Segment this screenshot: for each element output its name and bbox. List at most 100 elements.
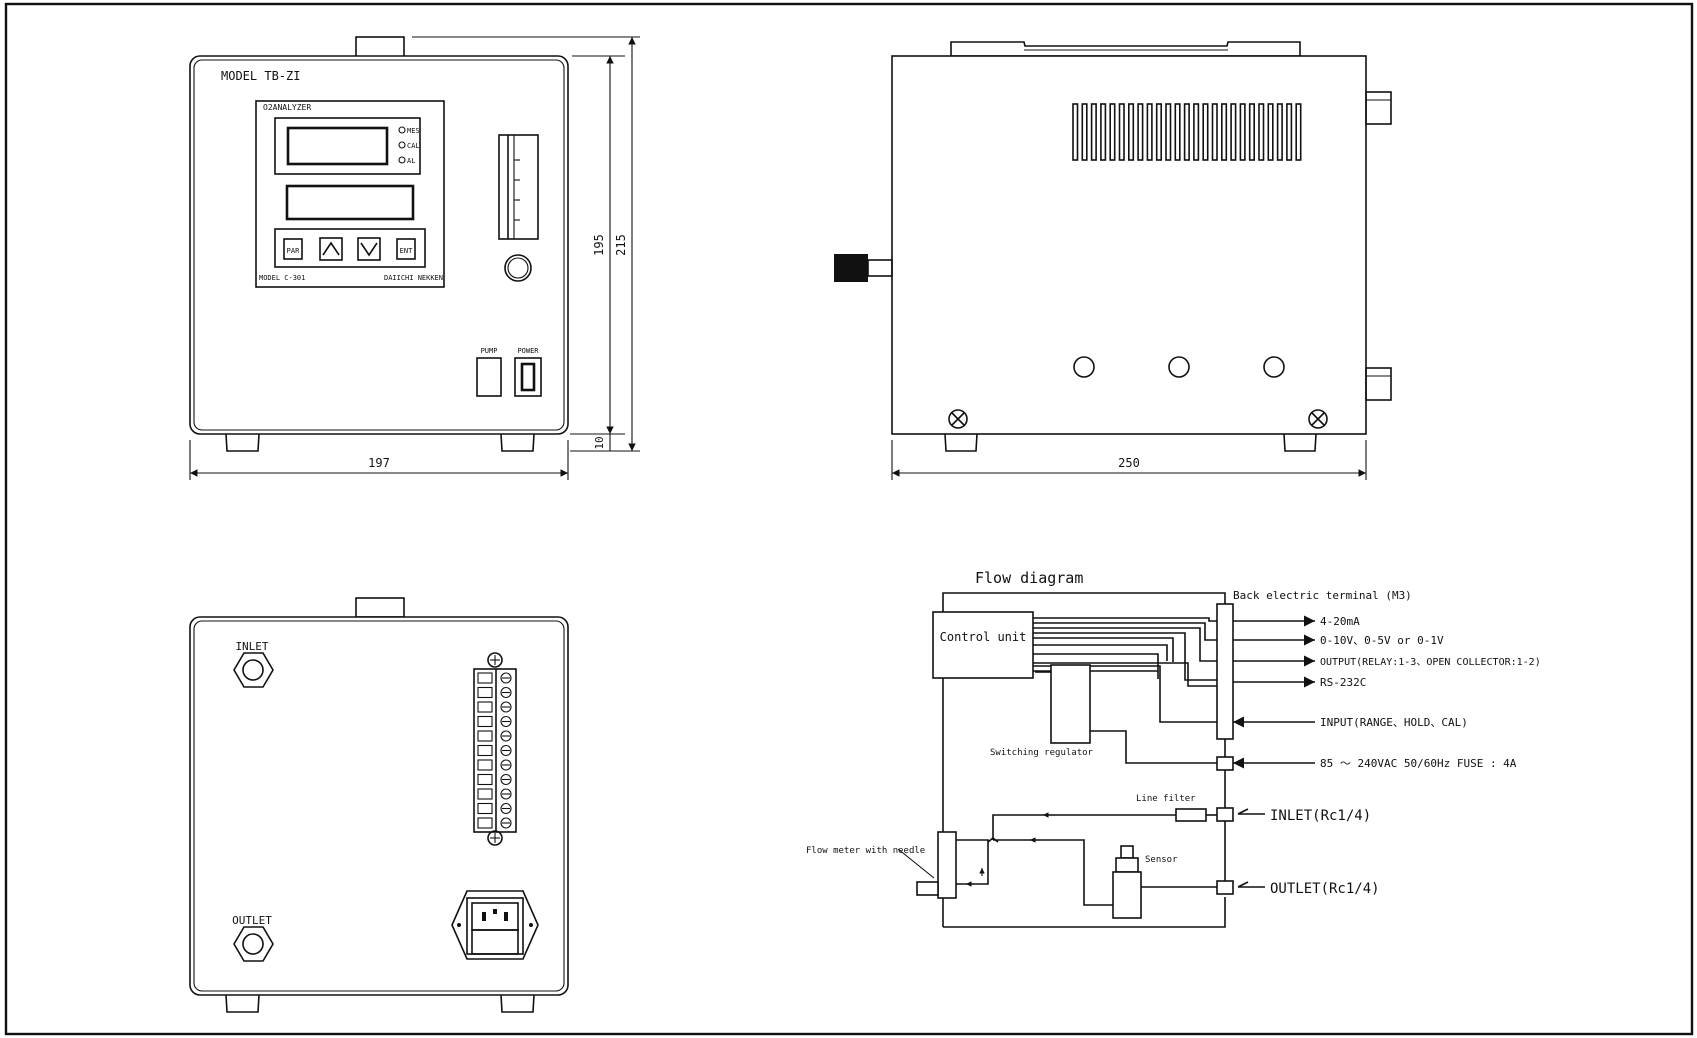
switching-regulator-label: Switching regulator bbox=[990, 748, 1094, 758]
vent-slot bbox=[1146, 103, 1153, 161]
front-foot-right bbox=[500, 433, 535, 452]
vent-slot bbox=[1193, 103, 1200, 161]
page-border bbox=[4, 2, 1694, 1036]
inlet-fitting-box bbox=[1216, 807, 1234, 822]
ac-pin-icon bbox=[504, 912, 508, 921]
terminal-slot bbox=[477, 759, 493, 771]
terminal-slot bbox=[477, 744, 493, 757]
par-key bbox=[283, 238, 303, 260]
terminal-slot bbox=[477, 817, 493, 829]
vent-slot bbox=[1248, 103, 1255, 161]
down-arrow-icon bbox=[360, 242, 378, 257]
screw-icon bbox=[948, 409, 968, 429]
fuse-box bbox=[1216, 756, 1234, 771]
dim-depth: 250 bbox=[1118, 456, 1140, 470]
vent-slot bbox=[1295, 103, 1302, 161]
flow-meter-label: Flow meter with needle bbox=[806, 846, 925, 856]
indicator-list: MES CAL AL bbox=[398, 126, 420, 165]
terminal-slot bbox=[477, 672, 493, 684]
panel-model-label: MODEL C-301 bbox=[259, 274, 305, 282]
indicator-lamp-icon bbox=[398, 156, 406, 164]
terminal-slot bbox=[477, 802, 493, 815]
rear-connector-top bbox=[1365, 91, 1392, 125]
flow-diagram-title: Flow diagram bbox=[975, 569, 1083, 587]
front-handle bbox=[355, 36, 405, 58]
indicator-cal: CAL bbox=[407, 142, 420, 150]
pump-switch bbox=[476, 357, 502, 397]
sensor-cap bbox=[1120, 845, 1134, 859]
vent-slot bbox=[1230, 103, 1237, 161]
vent-slot bbox=[1137, 103, 1144, 161]
panel-title: O2ANALYZER bbox=[263, 103, 311, 112]
vent-slot bbox=[1202, 103, 1209, 161]
terminal-slot bbox=[477, 701, 493, 713]
line-filter-label: Line filter bbox=[1136, 794, 1196, 804]
power-switch bbox=[514, 357, 542, 397]
side-foot-right bbox=[1283, 433, 1317, 452]
terminal-slot bbox=[477, 788, 493, 800]
back-handle bbox=[355, 597, 405, 618]
needle-valve-knob-icon bbox=[504, 254, 532, 282]
vent-slot bbox=[1118, 103, 1125, 161]
ent-key bbox=[396, 238, 416, 260]
display-top-window bbox=[286, 126, 389, 166]
vent-slot bbox=[1221, 103, 1228, 161]
vent-slots bbox=[1072, 103, 1302, 161]
side-hole-icon bbox=[1073, 356, 1095, 378]
terminal-screw-icon bbox=[500, 701, 512, 713]
vent-slot bbox=[1211, 103, 1218, 161]
side-hole-icon bbox=[1263, 356, 1285, 378]
side-dimensions: 250 bbox=[891, 440, 1367, 480]
inlet-label: INLET bbox=[235, 640, 268, 653]
back-foot-right bbox=[500, 994, 535, 1013]
power-label: POWER bbox=[517, 347, 539, 355]
terminal-slot bbox=[477, 715, 493, 728]
dim-body-height: 195 bbox=[592, 234, 606, 256]
input-label: INPUT(RANGE、HOLD、CAL) bbox=[1320, 716, 1468, 729]
pump-label: PUMP bbox=[481, 347, 498, 355]
control-unit-label: Control unit bbox=[940, 630, 1027, 644]
vent-slot bbox=[1286, 103, 1293, 161]
back-foot-left bbox=[225, 994, 260, 1013]
par-key-label: PAR bbox=[287, 247, 300, 255]
terminal-slot bbox=[477, 773, 493, 786]
ent-key-label: ENT bbox=[400, 247, 413, 255]
terminal-screw-icon bbox=[500, 759, 512, 771]
side-foot-left bbox=[944, 433, 978, 452]
vent-slot bbox=[1155, 103, 1162, 161]
vent-slot bbox=[1165, 103, 1172, 161]
vent-slot bbox=[1109, 103, 1116, 161]
down-key bbox=[357, 237, 381, 261]
output-rs232c: RS-232C bbox=[1320, 676, 1366, 689]
vent-slot bbox=[1183, 103, 1190, 161]
indicator-lamp-icon bbox=[398, 126, 406, 134]
outlet-port-label: OUTLET(Rc1/4) bbox=[1270, 881, 1380, 897]
terminal-screw-icon bbox=[500, 773, 512, 786]
dim-foot-height: 10 bbox=[593, 436, 606, 449]
mount-screw-icon bbox=[487, 652, 503, 668]
outlet-fitting-box bbox=[1216, 880, 1234, 895]
indicator-mes: MES bbox=[407, 127, 420, 135]
dim-total-height: 215 bbox=[614, 234, 628, 256]
vent-slot bbox=[1239, 103, 1246, 161]
front-view: MODEL TB-ZI O2ANALYZER MES CAL AL PAR EN… bbox=[189, 36, 640, 480]
terminal-screw-icon bbox=[500, 802, 512, 815]
control-unit-box bbox=[932, 611, 1034, 679]
vent-slot bbox=[1267, 103, 1274, 161]
power-label: 85 ～ 240VAC 50/60Hz FUSE : 4A bbox=[1320, 757, 1517, 770]
vent-slot bbox=[1090, 103, 1097, 161]
terminal-block bbox=[473, 652, 517, 846]
terminal-bar bbox=[1216, 603, 1234, 740]
output-4-20ma: 4-20mA bbox=[1320, 615, 1360, 628]
up-arrow-icon bbox=[322, 241, 340, 256]
output-voltage: 0-10V、0-5V or 0-1V bbox=[1320, 634, 1444, 647]
indicator-al: AL bbox=[407, 157, 415, 165]
rear-connector-bottom bbox=[1365, 367, 1392, 401]
side-handle bbox=[950, 41, 1301, 57]
mount-screw-icon bbox=[487, 830, 503, 846]
side-hole-icon bbox=[1168, 356, 1190, 378]
ac-pin-icon bbox=[482, 912, 486, 921]
outlet-port-icon bbox=[233, 926, 274, 962]
side-view: 250 bbox=[834, 41, 1392, 480]
